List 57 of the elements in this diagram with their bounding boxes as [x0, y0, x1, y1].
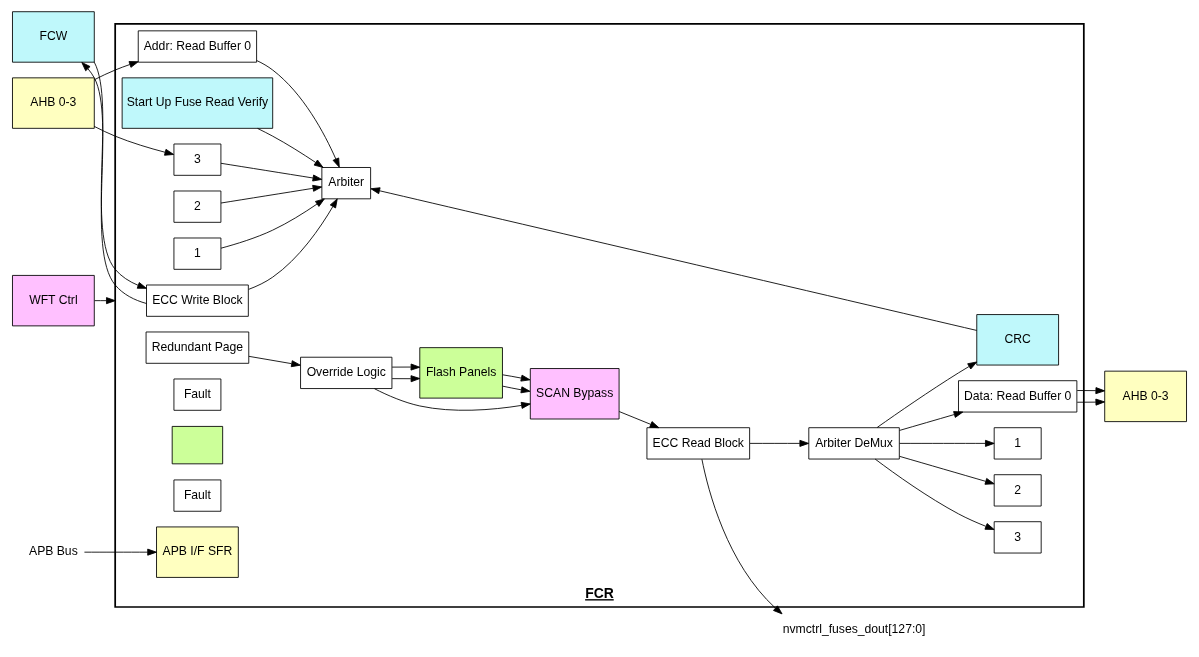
node-box: ECC Write Block [146, 284, 249, 317]
arrow [874, 458, 995, 530]
node-box: 3 [173, 143, 222, 176]
node-box: AHB 0-3 [1104, 370, 1187, 423]
node-box: Arbiter [321, 167, 372, 200]
arrow [93, 61, 147, 289]
arrow [749, 439, 810, 447]
node-box: WFT Ctrl [12, 274, 95, 327]
node-box: 2 [173, 190, 222, 223]
arrow [391, 363, 421, 371]
arrow [374, 388, 531, 411]
arrow [81, 62, 147, 304]
arrow [220, 162, 323, 182]
node-box: Flash Panels [419, 347, 503, 399]
node-box: CRC [976, 314, 1059, 366]
arrow [370, 187, 978, 331]
arrow [1076, 387, 1106, 395]
node-box: APB I/F SFR [156, 526, 239, 578]
arrow [248, 355, 301, 368]
node-box: 1 [173, 237, 222, 270]
arrow [701, 458, 783, 615]
node-box: Arbiter DeMux [808, 427, 900, 460]
arrow [248, 198, 338, 290]
node-text: APB Bus [29, 544, 78, 559]
arrow [502, 385, 531, 394]
node-text: nvmctrl_fuses_dout[127:0] [782, 621, 926, 636]
arrow [618, 411, 660, 429]
node-box: ECC Read Block [646, 427, 751, 460]
arrow [899, 411, 964, 431]
arrow [876, 361, 978, 428]
node-box: Fault [173, 378, 222, 411]
node-box: 1 [993, 427, 1042, 460]
arrow [256, 60, 340, 168]
arrow [94, 297, 116, 305]
node-box: Fault [173, 479, 222, 512]
node-box: AHB 0-3 [12, 77, 95, 129]
node-box: 3 [993, 521, 1042, 554]
node-box: Redundant Page [145, 331, 250, 364]
arrow [93, 61, 139, 81]
arrow [502, 374, 531, 382]
node-box: Override Logic [300, 356, 393, 389]
node-box: Start Up Fuse Read Verify [121, 77, 274, 129]
arrow [899, 439, 995, 447]
arrow [1076, 398, 1106, 406]
arrow [220, 184, 323, 204]
node-box: Data: Read Buffer 0 [958, 380, 1078, 413]
node-box: 2 [993, 474, 1042, 507]
node-box: SCAN Bypass [529, 368, 620, 420]
arrow [220, 198, 325, 249]
arrow [84, 548, 157, 556]
arrow [257, 128, 324, 168]
node-box: Addr: Read Buffer 0 [137, 30, 258, 63]
node-box [171, 425, 224, 465]
arrow [899, 455, 995, 485]
arrow [93, 125, 175, 156]
arrow [391, 375, 421, 383]
node-box: FCW [12, 11, 95, 63]
